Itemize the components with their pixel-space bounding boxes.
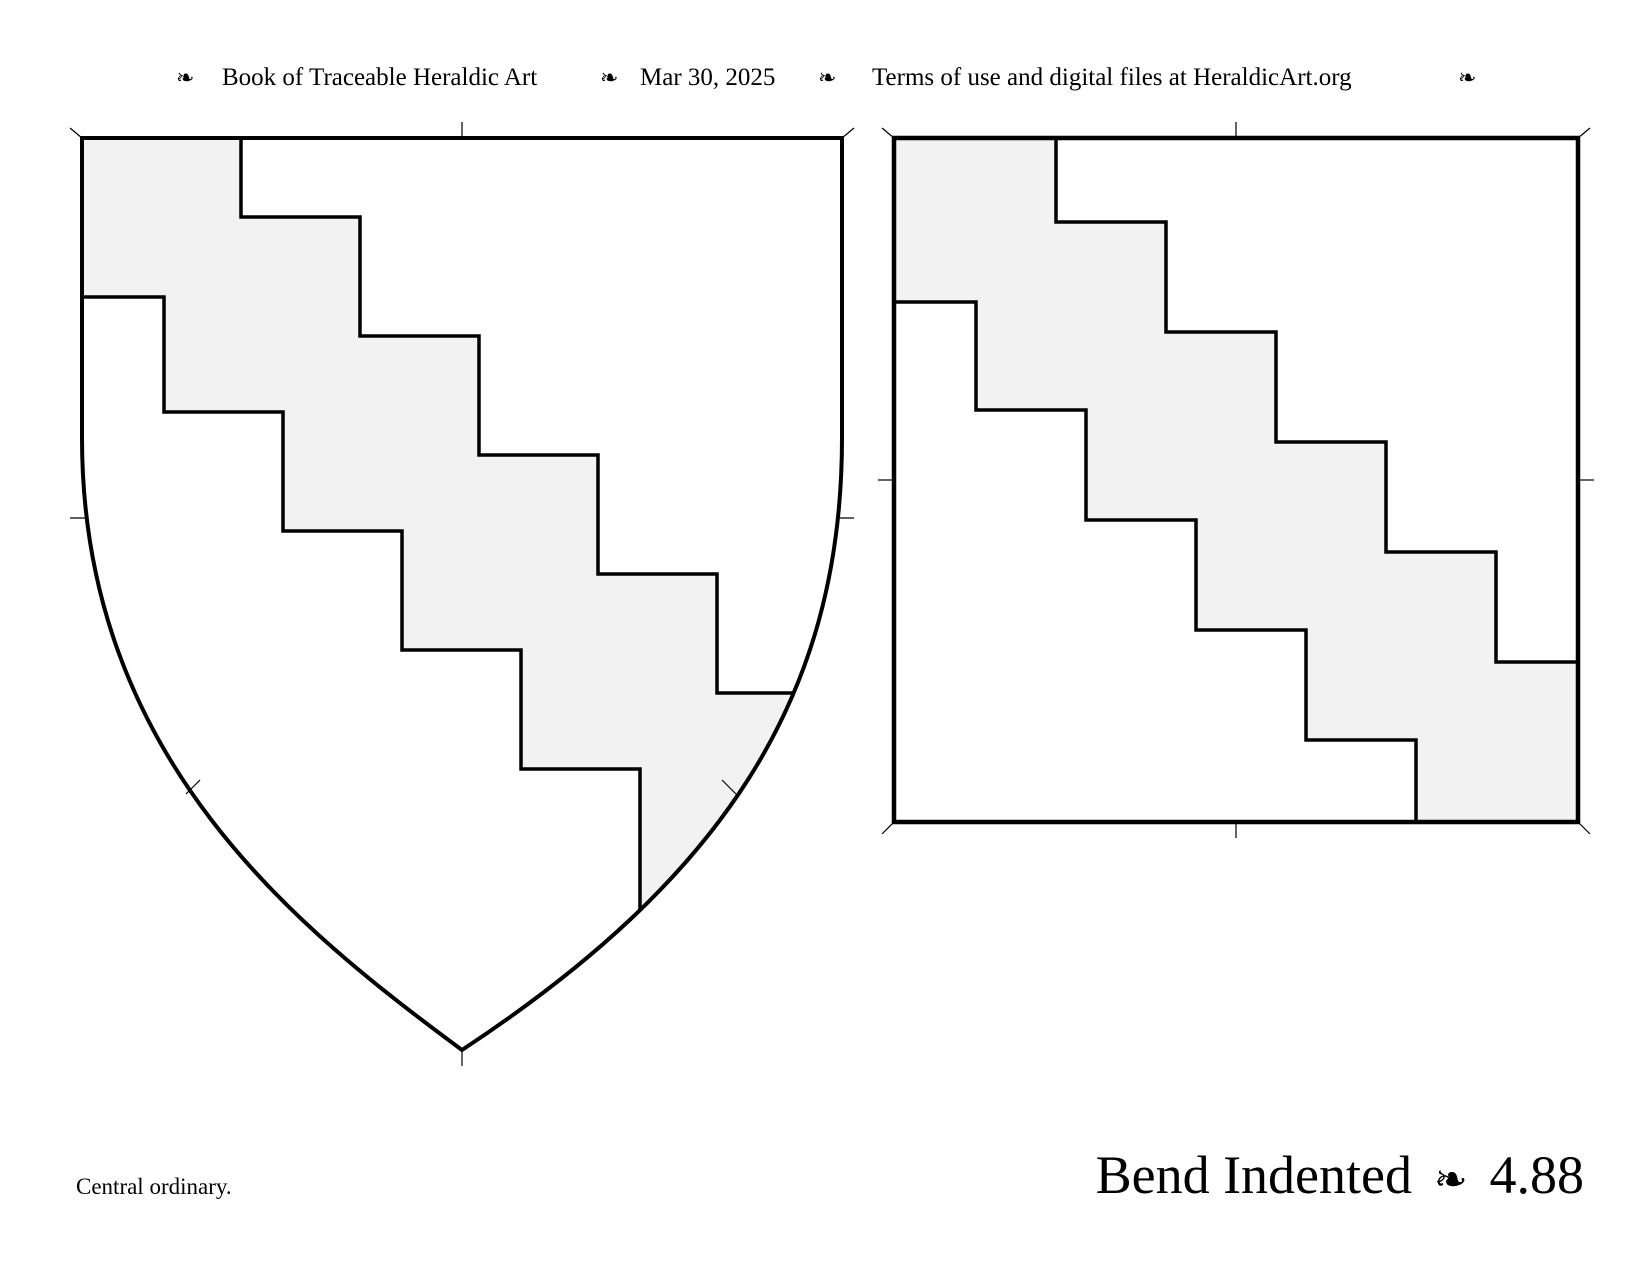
page-header: ❧ Book of Traceable Heraldic Art ❧ Mar 3… (0, 58, 1650, 98)
bend-indented-charge (82, 138, 842, 1002)
fleuron-icon: ❧ (600, 65, 619, 90)
shield-outline (80, 136, 844, 1053)
date: Mar 30, 2025 (640, 64, 776, 91)
plate-number: 4.88 (1489, 1145, 1585, 1205)
square-registration-marks (878, 122, 1594, 838)
book-title: Book of Traceable Heraldic Art (222, 64, 538, 91)
plate-caption: Central ordinary. (76, 1174, 232, 1199)
plate-name: Bend Indented (1095, 1145, 1412, 1205)
heater-shield (80, 136, 844, 1053)
square-panel (891, 135, 1581, 825)
shield-registration-marks (69, 122, 855, 1066)
terms-text: Terms of use and digital files at Herald… (872, 64, 1352, 91)
fleuron-icon: ❧ (176, 65, 195, 90)
fleuron-icon: ❧ (1458, 65, 1477, 90)
plate-title: Bend Indented ❧ 4.88 (1096, 1140, 1584, 1215)
bend-indented-charge (894, 138, 1578, 822)
fleuron-icon: ❧ (818, 65, 837, 90)
fleuron-icon: ❧ (1433, 1157, 1468, 1202)
